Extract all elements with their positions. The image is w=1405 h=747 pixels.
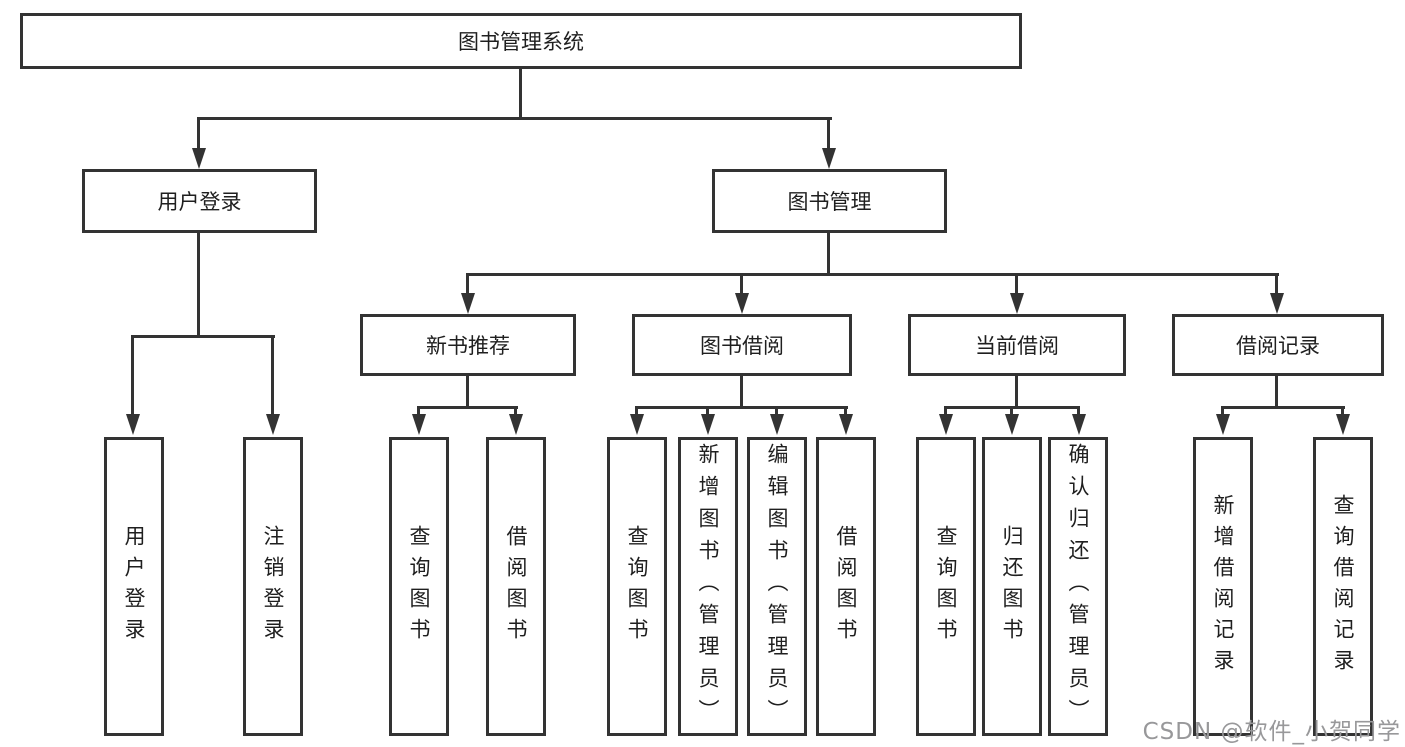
connector-book-management-trunk	[827, 233, 830, 273]
connector-to-book-management-line	[827, 117, 830, 151]
arrow-to-leaf-br-add	[1216, 414, 1230, 435]
node-book-management: 图书管理	[712, 169, 947, 233]
connector-to-book-borrow-line	[740, 273, 743, 295]
node-borrow-record: 借阅记录	[1172, 314, 1384, 376]
connector-to-leaf-bb-add-line	[706, 406, 709, 418]
connector-to-leaf-nb-query-line	[417, 406, 420, 418]
connector-to-leaf-cb-return-line	[1010, 406, 1013, 418]
arrow-to-leaf-bb-borrow	[839, 414, 853, 435]
connector-new-book-trunk	[466, 376, 469, 406]
arrow-to-leaf-cb-return	[1005, 414, 1019, 435]
arrow-to-book-management	[822, 148, 836, 169]
leaf-nb-borrow-book: 借阅图书	[486, 437, 546, 736]
node-new-book-recommend-label: 新书推荐	[426, 334, 510, 358]
arrow-to-user-login	[192, 148, 206, 169]
leaf-user-login: 用户登录	[104, 437, 164, 736]
connector-to-leaf-logout-line	[271, 335, 274, 415]
arrow-to-leaf-user-login	[126, 414, 140, 435]
arrow-to-borrow-record	[1270, 293, 1284, 314]
connector-user-login-branch	[131, 335, 275, 338]
connector-borrow-record-trunk	[1275, 376, 1278, 406]
node-new-book-recommend: 新书推荐	[360, 314, 576, 376]
connector-to-new-book-line	[466, 273, 469, 295]
node-user-login-label: 用户登录	[157, 190, 242, 214]
connector-root-branch	[197, 117, 832, 120]
node-current-borrow-label: 当前借阅	[975, 334, 1059, 358]
leaf-cb-return-book: 归还图书	[982, 437, 1042, 736]
arrow-to-leaf-cb-query	[939, 414, 953, 435]
connector-to-borrow-record-line	[1275, 273, 1278, 295]
leaf-bb-borrow-book: 借阅图书	[816, 437, 876, 736]
leaf-logout: 注销登录	[243, 437, 303, 736]
connector-to-leaf-bb-borrow-line	[844, 406, 847, 418]
connector-to-leaf-cb-confirm-line	[1077, 406, 1080, 418]
arrow-to-leaf-bb-edit	[770, 414, 784, 435]
connector-to-user-login-line	[197, 117, 200, 151]
leaf-bb-query-book: 查询图书	[607, 437, 667, 736]
connector-new-book-branch	[417, 406, 518, 409]
leaf-cb-confirm-return-admin: 确认归还（管理员）	[1048, 437, 1108, 736]
node-book-borrow: 图书借阅	[632, 314, 852, 376]
node-borrow-record-label: 借阅记录	[1236, 334, 1320, 358]
leaf-bb-edit-book-admin: 编辑图书（管理员）	[747, 437, 807, 736]
connector-to-leaf-br-query-line	[1341, 406, 1344, 418]
connector-user-login-trunk	[197, 233, 200, 335]
node-user-login: 用户登录	[82, 169, 317, 233]
node-book-management-label: 图书管理	[787, 190, 872, 214]
arrow-to-leaf-nb-borrow	[509, 414, 523, 435]
arrow-to-leaf-br-query	[1336, 414, 1350, 435]
connector-to-leaf-bb-query-line	[635, 406, 638, 418]
arrow-to-leaf-logout	[266, 414, 280, 435]
connector-book-borrow-trunk	[740, 376, 743, 406]
watermark: CSDN @软件_小贺同学	[1142, 719, 1401, 745]
arrow-to-leaf-bb-query	[630, 414, 644, 435]
connector-book-management-branch	[466, 273, 1279, 276]
arrow-to-new-book	[461, 293, 475, 314]
leaf-br-add-borrow-record: 新增借阅记录	[1193, 437, 1253, 736]
leaf-cb-query-book: 查询图书	[916, 437, 976, 736]
node-root: 图书管理系统	[20, 13, 1022, 69]
arrow-to-leaf-nb-query	[412, 414, 426, 435]
connector-to-leaf-bb-edit-line	[775, 406, 778, 418]
node-book-borrow-label: 图书借阅	[700, 334, 784, 358]
connector-root-trunk	[519, 69, 522, 117]
connector-current-borrow-trunk	[1015, 376, 1018, 406]
node-root-label: 图书管理系统	[458, 30, 584, 54]
arrow-to-book-borrow	[735, 293, 749, 314]
connector-to-leaf-user-login-line	[131, 335, 134, 415]
leaf-nb-query-book: 查询图书	[389, 437, 449, 736]
connector-borrow-record-branch	[1221, 406, 1345, 409]
arrow-to-current-borrow	[1010, 293, 1024, 314]
connector-to-current-borrow-line	[1015, 273, 1018, 295]
connector-to-leaf-br-add-line	[1221, 406, 1224, 418]
leaf-br-query-borrow-record: 查询借阅记录	[1313, 437, 1373, 736]
leaf-bb-add-book-admin: 新增图书（管理员）	[678, 437, 738, 736]
node-current-borrow: 当前借阅	[908, 314, 1126, 376]
connector-book-borrow-branch	[635, 406, 848, 409]
arrow-to-leaf-bb-add	[701, 414, 715, 435]
arrow-to-leaf-cb-confirm	[1072, 414, 1086, 435]
connector-to-leaf-nb-borrow-line	[514, 406, 517, 418]
connector-to-leaf-cb-query-line	[944, 406, 947, 418]
